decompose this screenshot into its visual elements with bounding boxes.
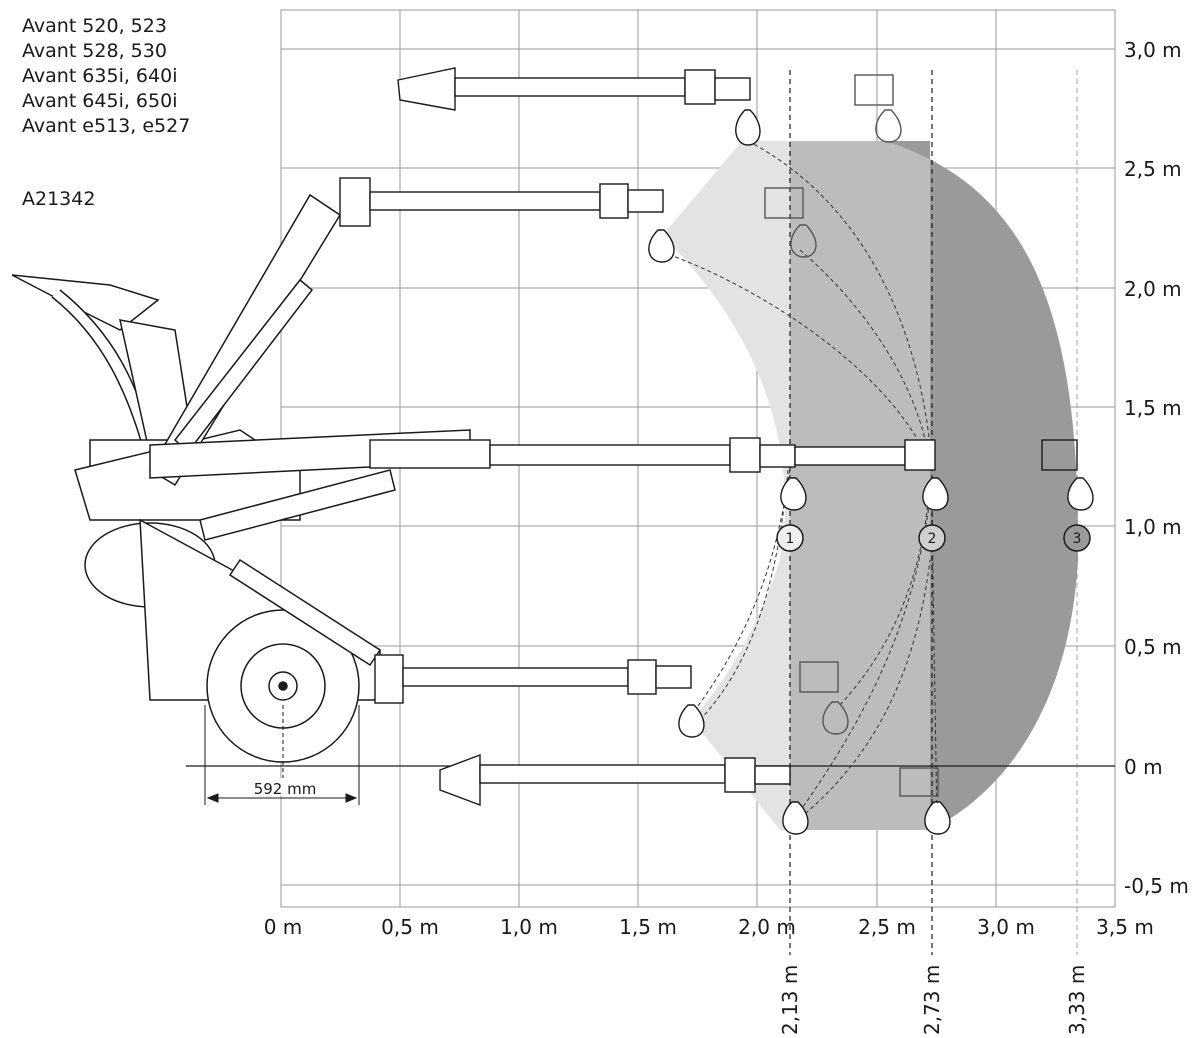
reach-marker-2: 2 <box>918 524 946 552</box>
model-line-1: Avant 520, 523 <box>22 15 167 37</box>
y-tick-3: 1,5 m <box>1124 396 1182 420</box>
reach-lines <box>789 70 1078 1000</box>
y-tick-1: 2,5 m <box>1124 157 1182 181</box>
x-tick-3: 1,5 m <box>619 915 677 939</box>
ghost-hooks <box>764 74 939 797</box>
wheel-dimension <box>204 705 360 805</box>
wheel-dimension-label: 592 mm <box>254 780 317 798</box>
zone-light <box>662 141 790 830</box>
arm-upper-mid <box>339 177 675 263</box>
y-tick-5: 0,5 m <box>1124 635 1182 659</box>
y-tick-6: 0 m <box>1124 755 1163 779</box>
x-tick-1: 0,5 m <box>381 915 439 939</box>
model-line-2: Avant 528, 530 <box>22 40 167 62</box>
reach-zones <box>662 141 1079 830</box>
model-line-3: Avant 635i, 640i <box>22 65 178 87</box>
drawing-code: A21342 <box>22 188 96 210</box>
y-tick-0: 3,0 m <box>1124 38 1182 62</box>
reach-label-1: 2,13 m <box>778 965 802 1035</box>
model-line-4: Avant 645i, 650i <box>22 90 178 112</box>
x-tick-0: 0 m <box>264 915 303 939</box>
x-axis-labels: 0 m 0,5 m 1,0 m 1,5 m 2,0 m 2,5 m 3,0 m … <box>264 915 1154 939</box>
reach-marker-1: 1 <box>776 524 804 552</box>
x-tick-2: 1,0 m <box>500 915 558 939</box>
zone-dark <box>885 141 1079 830</box>
arm-middle <box>369 437 1094 511</box>
arm-lower-mid <box>374 654 705 738</box>
reach-marker-3: 3 <box>1063 524 1091 552</box>
reach-label-2: 2,73 m <box>920 965 944 1035</box>
x-tick-4: 2,0 m <box>738 915 796 939</box>
reach-marker-2-id: 2 <box>928 531 937 547</box>
x-tick-7: 3,5 m <box>1096 915 1154 939</box>
y-tick-7: -0,5 m <box>1124 874 1189 898</box>
x-tick-6: 3,0 m <box>977 915 1035 939</box>
zone-mid <box>790 141 930 830</box>
model-list: Avant 520, 523 Avant 528, 530 Avant 635i… <box>22 14 190 139</box>
reach-marker-3-id: 3 <box>1073 531 1082 547</box>
y-tick-4: 1,0 m <box>1124 515 1182 539</box>
arm-bottom <box>439 753 951 835</box>
attachment-arms <box>339 67 1094 835</box>
y-axis-labels: 3,0 m 2,5 m 2,0 m 1,5 m 1,0 m 0,5 m 0 m … <box>1124 38 1189 898</box>
model-line-5: Avant e513, e527 <box>22 115 191 137</box>
reach-label-3: 3,33 m <box>1065 965 1089 1035</box>
reach-marker-1-id: 1 <box>786 531 795 547</box>
arm-top <box>397 67 761 146</box>
loader-machine <box>11 193 471 763</box>
x-tick-5: 2,5 m <box>858 915 916 939</box>
y-tick-2: 2,0 m <box>1124 277 1182 301</box>
reach-labels: 2,13 m 2,73 m 3,33 m <box>778 955 1089 1035</box>
